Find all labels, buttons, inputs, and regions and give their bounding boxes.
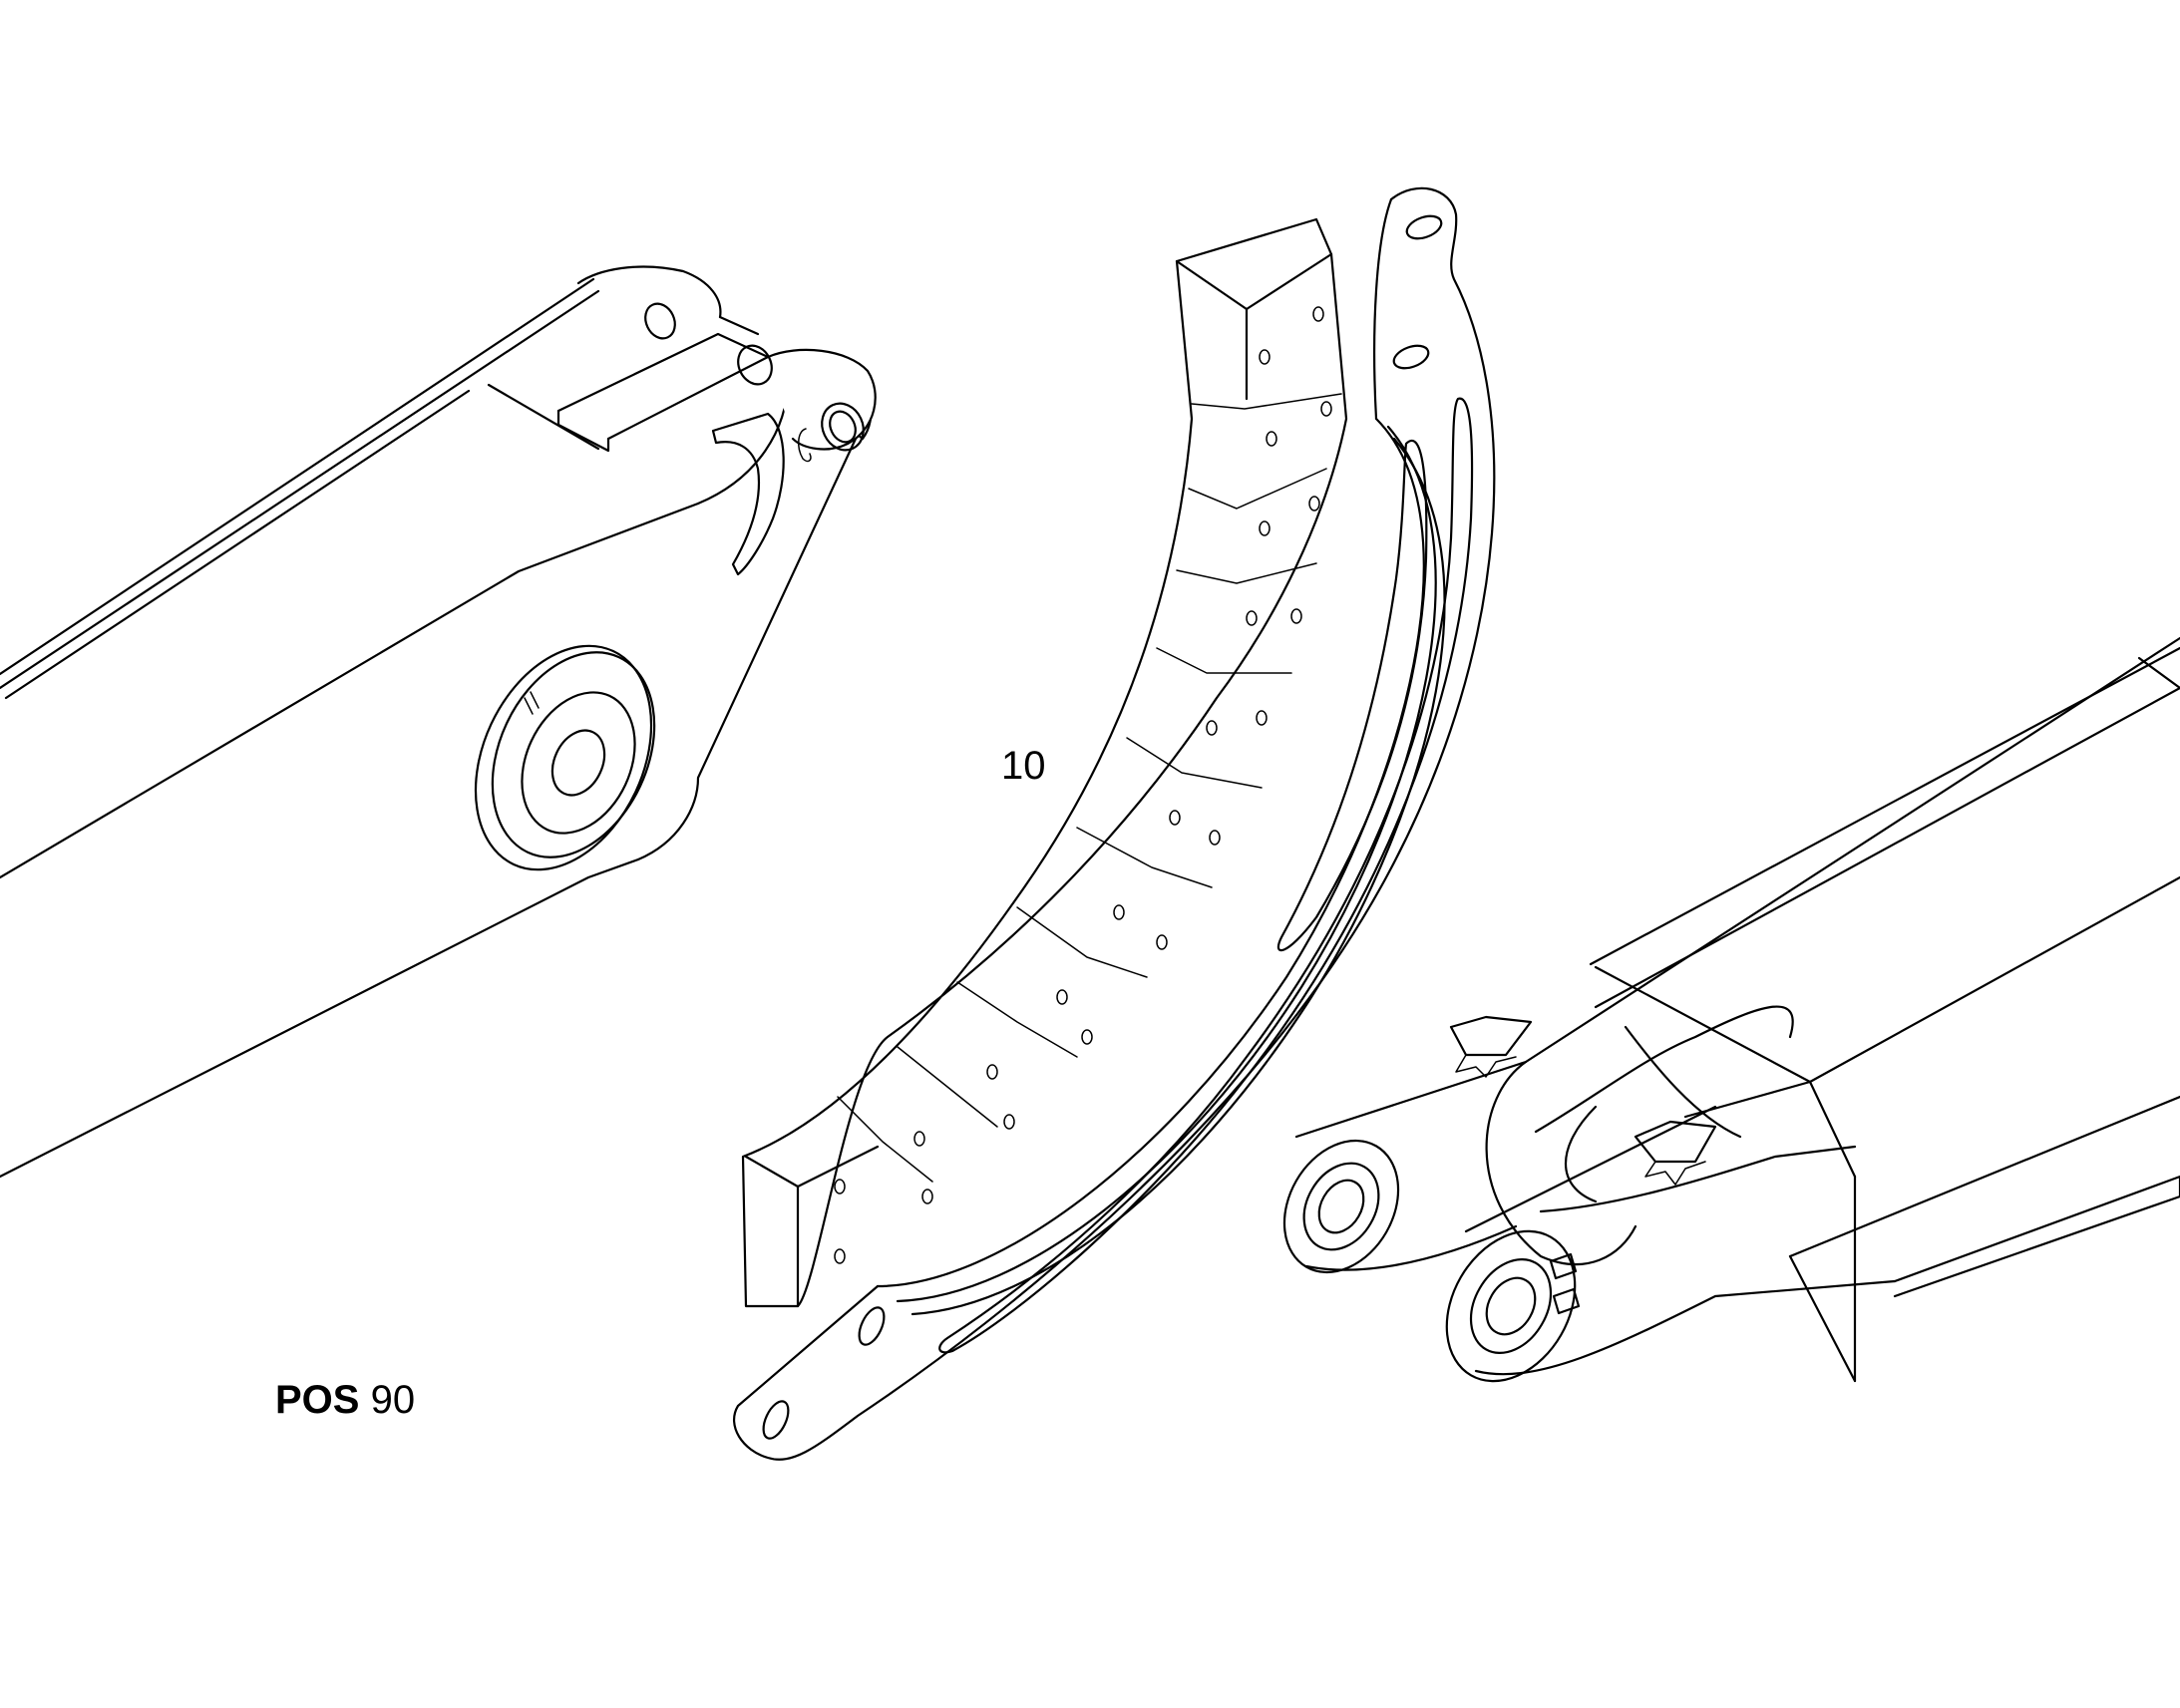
right-arm <box>1282 636 2180 1383</box>
position-word: POS <box>275 1378 360 1422</box>
position-number: 90 <box>370 1378 416 1422</box>
position-label: POS 90 <box>275 1380 415 1420</box>
curved-link-assembly <box>732 186 1496 1461</box>
left-boom <box>0 265 877 1179</box>
part-number-callout: 10 <box>1001 744 1046 788</box>
